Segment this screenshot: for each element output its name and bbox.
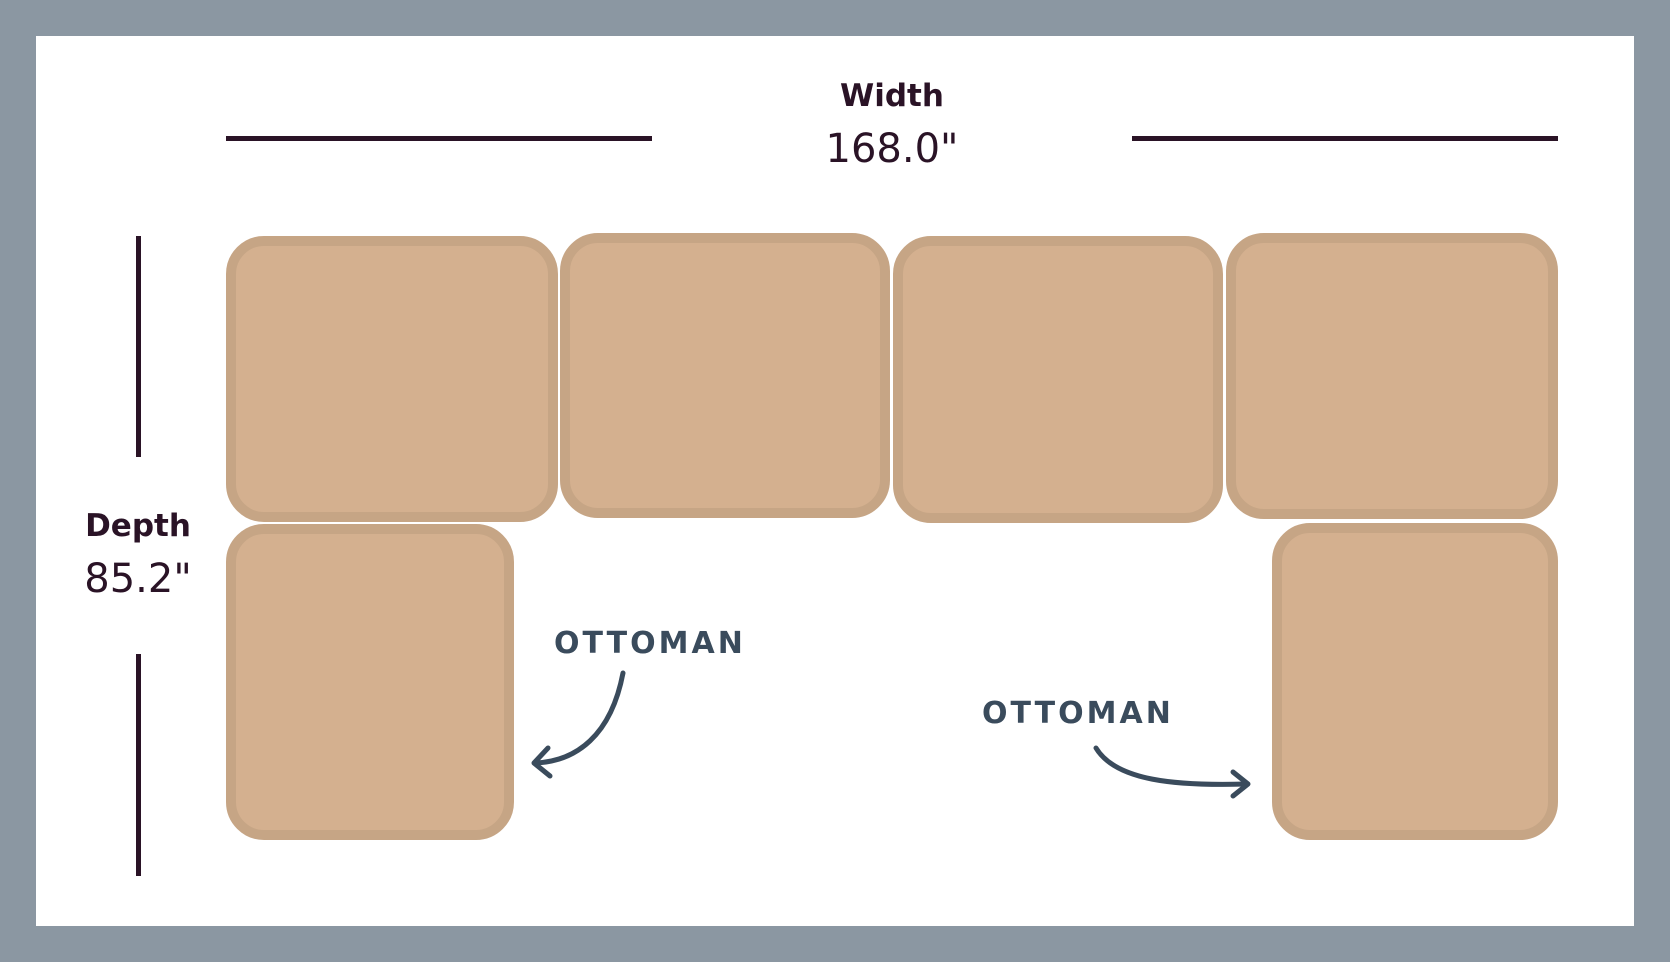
- sofa-middle-seat-2: [893, 236, 1223, 523]
- arrow-to-ottoman-left: [533, 670, 626, 766]
- width-line-left: [226, 136, 652, 141]
- ottoman-label-left: OTTOMAN: [554, 626, 746, 661]
- arrow-to-ottoman-right: [1093, 745, 1249, 787]
- callout-arrows: [531, 670, 1251, 799]
- arrowhead-right: [1230, 769, 1251, 799]
- width-value: 168.0": [825, 126, 959, 172]
- ottoman-label-right: OTTOMAN: [982, 696, 1174, 731]
- diagram-canvas: Width 168.0" Depth 85.2" OTTOMAN OTTOMAN: [36, 36, 1634, 926]
- ottoman-left: [226, 524, 514, 840]
- depth-line-top: [136, 236, 141, 457]
- ottoman-right: [1272, 523, 1558, 840]
- depth-line-bottom: [136, 654, 141, 876]
- sofa-corner-seat-right: [1226, 233, 1558, 519]
- width-label: Width: [840, 78, 944, 114]
- width-line-right: [1132, 136, 1558, 141]
- sofa-middle-seat-1: [560, 233, 890, 518]
- depth-value: 85.2": [84, 556, 192, 602]
- arrowhead-left: [531, 745, 553, 779]
- depth-label: Depth: [85, 508, 191, 544]
- sofa-corner-seat-left: [226, 236, 558, 522]
